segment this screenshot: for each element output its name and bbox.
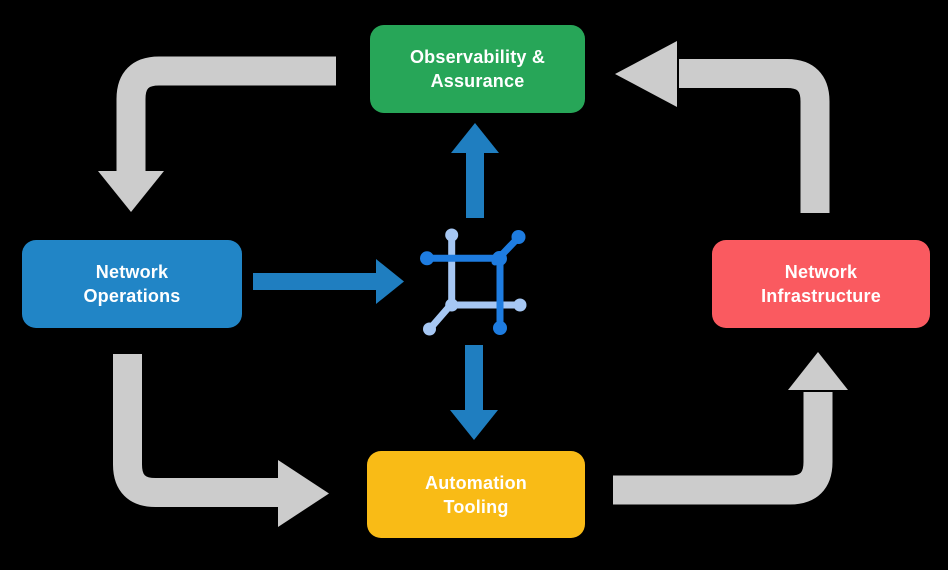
- arrowhead-down: [98, 171, 164, 212]
- arrowhead-down: [450, 410, 498, 440]
- node-label-line: Automation: [425, 472, 527, 493]
- node-automation-tooling: Automation Tooling: [367, 451, 585, 538]
- arrow-operations-to-automation: [113, 354, 329, 527]
- arrowhead-right: [376, 259, 404, 304]
- icon-light-nodes: [423, 228, 527, 336]
- node-label-line: Infrastructure: [761, 286, 881, 306]
- arrowhead-up: [451, 123, 499, 153]
- arrow-shaft: [613, 392, 833, 505]
- node-label-line: Network: [95, 262, 169, 282]
- arrowhead-left: [615, 41, 677, 107]
- arrow-shaft: [113, 354, 280, 507]
- node-label-line: Assurance: [430, 71, 525, 91]
- arrow-operations-to-center: [253, 259, 404, 304]
- icon-dark-nodes: [420, 230, 526, 335]
- arrow-center-to-automation: [450, 345, 498, 440]
- arrow-infrastructure-to-observability: [615, 41, 830, 213]
- node-label-line: Network: [784, 262, 858, 282]
- arrowhead-right: [278, 460, 329, 527]
- arrow-center-to-observability: [451, 123, 499, 218]
- node-network-operations: Network Operations: [22, 240, 242, 328]
- node-label-line: Tooling: [443, 496, 509, 517]
- arrow-observability-to-operations: [98, 56, 336, 212]
- arrow-shaft: [116, 56, 336, 173]
- node-label-line: Observability &: [409, 47, 546, 67]
- node-observability-assurance: Observability & Assurance: [370, 25, 585, 113]
- network-mesh-icon: [420, 228, 527, 336]
- node-label-line: Operations: [83, 286, 181, 306]
- arrow-automation-to-infrastructure: [613, 352, 848, 505]
- node-network-infrastructure: Network Infrastructure: [712, 240, 930, 328]
- arrow-shaft: [679, 59, 830, 213]
- arrowhead-up: [788, 352, 848, 390]
